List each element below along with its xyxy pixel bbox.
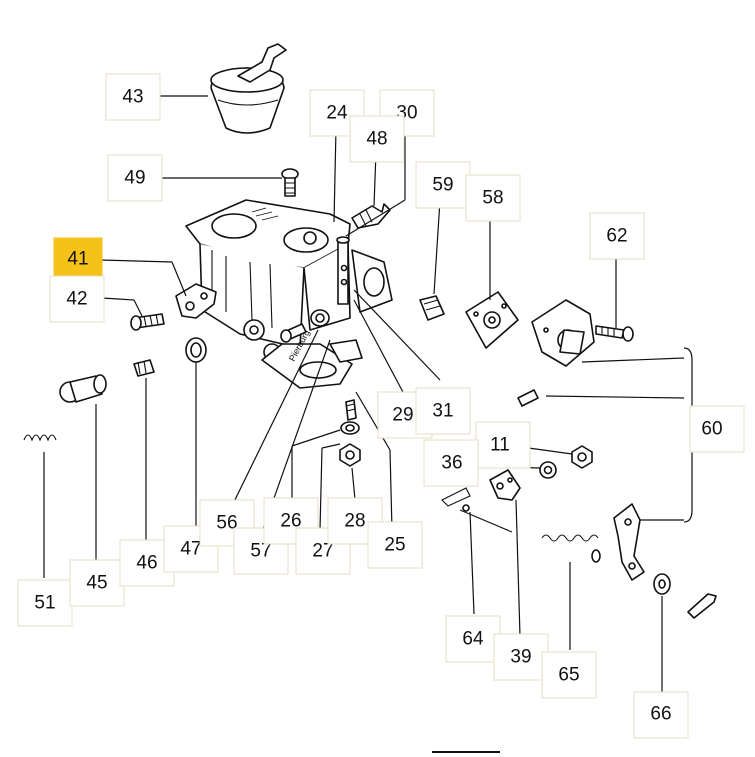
part-26-jet <box>345 399 357 421</box>
callout-25-text: 25 <box>384 535 405 556</box>
callout-11[interactable]: 11 <box>475 421 531 469</box>
callout-42-text: 42 <box>66 289 87 310</box>
callout-66-text: 66 <box>650 704 671 725</box>
part-51-spring <box>23 434 57 442</box>
leader-lines <box>43 95 699 700</box>
callout-11-text: 11 <box>490 435 510 456</box>
callout-43-text: 43 <box>122 87 143 108</box>
callout-46-text: 46 <box>136 553 157 574</box>
callout-51-text: 51 <box>34 593 55 614</box>
callout-65[interactable]: 65 <box>541 651 597 699</box>
callout-28-text: 28 <box>344 511 365 532</box>
callout-45-text: 45 <box>86 573 107 594</box>
callout-58[interactable]: 58 <box>465 174 521 222</box>
part-body-washer <box>310 309 330 327</box>
callout-31[interactable]: 31 <box>415 387 471 435</box>
part-60-pin <box>517 389 539 407</box>
callout-27-text: 27 <box>312 541 333 562</box>
callout-39-text: 39 <box>510 647 531 668</box>
callout-60-text: 60 <box>701 419 722 440</box>
part-60-cover <box>531 299 595 367</box>
part-49-screw <box>281 168 299 197</box>
callout-51[interactable]: 51 <box>17 579 73 627</box>
callout-31-text: 31 <box>432 401 453 422</box>
callout-62-text: 62 <box>606 226 627 247</box>
part-66-washer <box>653 573 671 595</box>
part-64-link-rod <box>441 487 513 533</box>
part-62-screw <box>595 325 634 342</box>
callout-59-text: 59 <box>432 175 453 196</box>
part-body-screw <box>280 323 307 343</box>
callout-65-text: 65 <box>558 665 579 686</box>
callout-24[interactable]: 24 <box>309 89 365 137</box>
callout-58-text: 58 <box>482 188 503 209</box>
part-58-pump-cover <box>465 291 519 349</box>
callout-29-text: 29 <box>392 405 413 426</box>
callout-25[interactable]: 25 <box>367 521 423 569</box>
part-30-pump-rod <box>336 236 350 305</box>
part-41-choke-lever <box>175 283 217 319</box>
part-27-washer <box>340 421 360 435</box>
callout-48[interactable]: 48 <box>349 115 405 163</box>
part-42-screw <box>130 313 165 331</box>
callout-64-text: 64 <box>462 629 484 650</box>
callout-41[interactable]: 41 <box>53 237 103 281</box>
part-43-filter-cap <box>210 43 287 134</box>
part-47-ring <box>185 337 207 363</box>
part-36-washer <box>539 461 557 479</box>
callout-26-text: 26 <box>280 511 301 532</box>
callout-36[interactable]: 36 <box>423 439 479 487</box>
callout-43[interactable]: 43 <box>105 73 161 121</box>
part-45-plug <box>59 374 107 403</box>
part-66-split-pin <box>687 593 717 619</box>
part-11-nut <box>571 445 593 469</box>
callout-24-text: 24 <box>326 103 348 124</box>
callout-60[interactable]: 60 <box>689 405 745 453</box>
part-39-lever <box>489 469 521 501</box>
part-59-nozzle <box>419 295 445 321</box>
callout-49[interactable]: 49 <box>107 154 163 202</box>
callout-41-text: 41 <box>67 249 88 270</box>
callout-59[interactable]: 59 <box>415 161 471 209</box>
callout-47-text: 47 <box>180 539 201 560</box>
part-46-jet <box>133 359 155 377</box>
callout-45[interactable]: 45 <box>69 559 125 607</box>
callout-36-text: 36 <box>441 453 462 474</box>
callout-56-text: 56 <box>216 513 237 534</box>
callout-42[interactable]: 42 <box>49 275 105 323</box>
callout-66[interactable]: 66 <box>633 691 689 739</box>
callout-49-text: 49 <box>124 168 145 189</box>
part-65-spring <box>541 534 601 563</box>
part-48-jet <box>351 203 391 229</box>
part-60-lever <box>613 503 645 581</box>
callout-64[interactable]: 64 <box>445 615 501 663</box>
callout-62[interactable]: 62 <box>589 212 645 260</box>
callout-57-text: 57 <box>250 541 271 562</box>
part-28-nut <box>339 443 361 467</box>
callout-48-text: 48 <box>366 129 387 150</box>
callout-39[interactable]: 39 <box>493 633 549 681</box>
